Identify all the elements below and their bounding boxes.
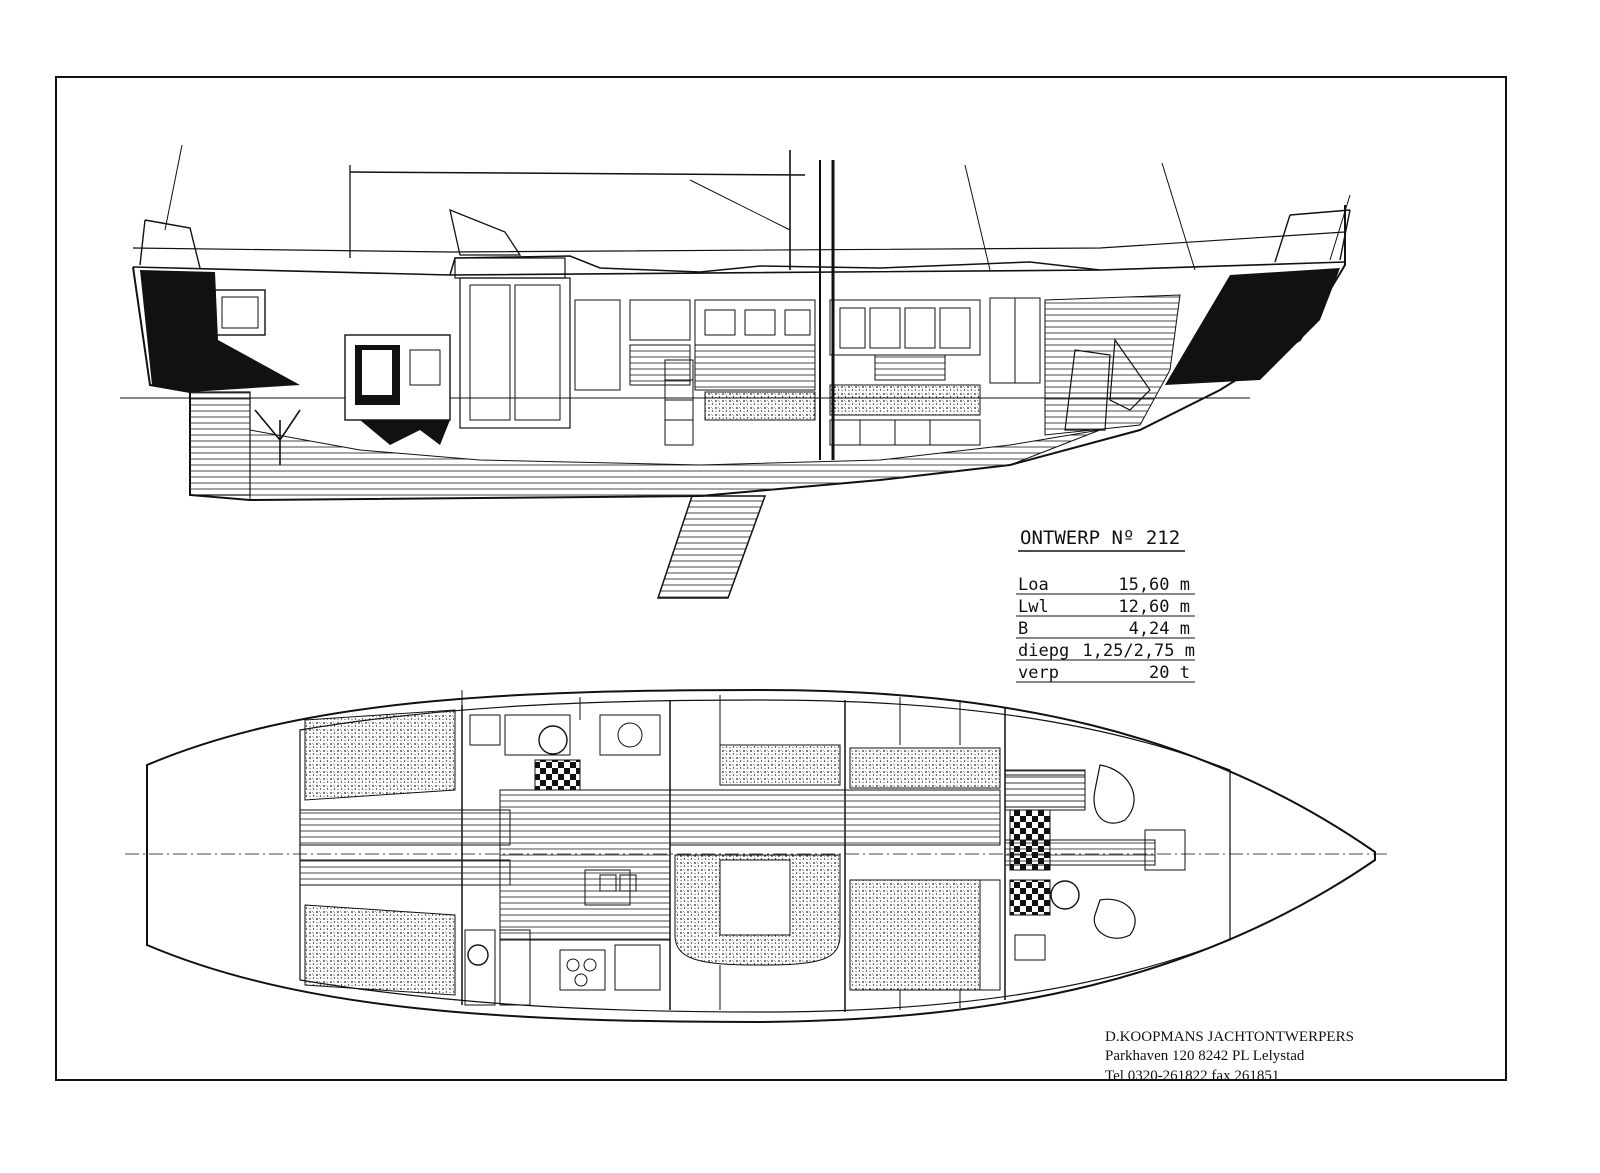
plan-view [125, 688, 1390, 1024]
hull-plan [146, 688, 1376, 1024]
floor-boards-aft [299, 809, 511, 846]
stern-dark-panel [140, 270, 300, 392]
galley-checker-floor [534, 759, 581, 791]
side-elevation [120, 144, 1351, 599]
spec-key-beam: B [1018, 619, 1028, 639]
forward-head-floor [1009, 809, 1051, 871]
drawing-border [55, 76, 1507, 1081]
spec-value-lwl: 12,60 m [1118, 597, 1190, 617]
floor-boards-main [499, 789, 671, 941]
keel-hatch [249, 429, 1101, 501]
designer-contact: Tel 0320-261822 fax 261851 [1105, 1068, 1279, 1084]
fwd-berth [849, 879, 1001, 991]
designer-address: Parkhaven 120 8242 PL Lelystad [1105, 1048, 1305, 1064]
aft-berth-port [304, 709, 456, 801]
spec-value-displacement: 20 t [1149, 663, 1190, 683]
designer-block: D.KOOPMANS JACHTONTWERPERS Parkhaven 120… [1105, 1029, 1354, 1084]
aft-berth-starboard [304, 904, 456, 996]
saloon-settee-port [719, 744, 841, 786]
centreboard [656, 495, 767, 599]
designer-name: D.KOOPMANS JACHTONTWERPERS [1105, 1029, 1354, 1045]
spec-value-beam: 4,24 m [1129, 619, 1190, 639]
spec-key-displacement: verp [1018, 663, 1059, 683]
spec-key-loa: Loa [1018, 575, 1049, 595]
spec-key-lwl: Lwl [1018, 597, 1049, 617]
design-label: ONTWERP Nº 212 [1020, 527, 1180, 549]
galley-sink [538, 725, 568, 755]
bow-dark-panel [1165, 268, 1340, 385]
spec-key-draft: diepg [1018, 641, 1069, 661]
rudder [189, 391, 251, 496]
spec-table: ONTWERP Nº 212 Loa 15,60 m Lwl 12,60 m B… [1016, 527, 1195, 683]
spec-value-loa: 15,60 m [1118, 575, 1190, 595]
spec-value-draft: 1,25/2,75 m [1082, 641, 1195, 661]
